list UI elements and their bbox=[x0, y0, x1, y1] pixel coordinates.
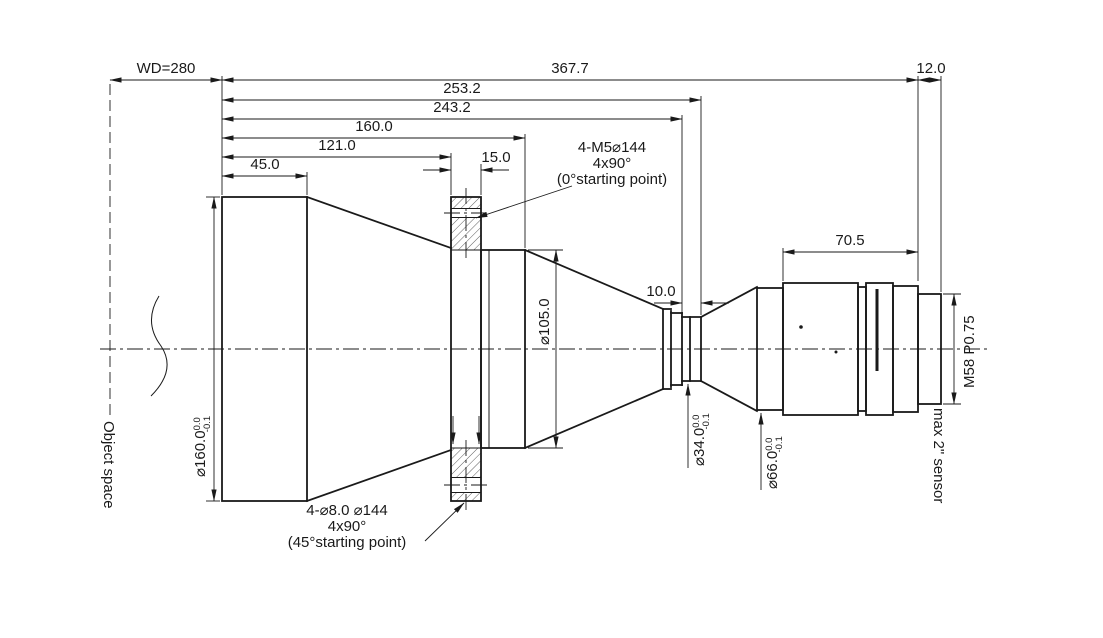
dimension-wd: WD=280 bbox=[109, 60, 223, 83]
dimension-rear-offset: 12.0 bbox=[916, 60, 946, 83]
d8-note-line2: 4x90° bbox=[328, 518, 367, 535]
dimension-121: 121.0 bbox=[221, 137, 452, 160]
max-sensor-label: max 2" sensor bbox=[930, 408, 947, 503]
dia-34-label: ⌀34.00.0-0.1 bbox=[691, 413, 712, 466]
optical-axis-centerline bbox=[100, 295, 988, 397]
front-barrel bbox=[221, 196, 308, 502]
dimension-dia-66: ⌀66.00.0-0.1 bbox=[758, 412, 785, 490]
d8-note-line1: 4-⌀8.0 ⌀144 bbox=[306, 502, 387, 519]
rear-offset-label: 12.0 bbox=[916, 60, 945, 77]
object-plane: Object space bbox=[100, 84, 117, 509]
dimension-rear-barrel: 70.5 bbox=[782, 232, 919, 255]
dia-105-label: ⌀105.0 bbox=[536, 298, 553, 345]
dimension-160: 160.0 bbox=[221, 118, 526, 141]
rear-barrel-label: 70.5 bbox=[835, 232, 864, 249]
waist-section bbox=[662, 308, 702, 390]
wd-label: WD=280 bbox=[137, 60, 196, 77]
len-121-label: 121.0 bbox=[318, 137, 356, 154]
len-160-label: 160.0 bbox=[355, 118, 393, 135]
dia-160-label: ⌀160.00.0-0.1 bbox=[192, 416, 213, 477]
dimension-total-length: 367.7 bbox=[221, 60, 919, 83]
d8-hole-note: 4-⌀8.0 ⌀144 4x90° (45°starting point) bbox=[288, 416, 482, 551]
extension-lines bbox=[206, 76, 961, 502]
dimension-253: 253.2 bbox=[221, 80, 702, 103]
waist-length-label: 10.0 bbox=[646, 283, 675, 300]
dimension-45: 45.0 bbox=[221, 156, 308, 179]
set-screw-dot bbox=[834, 350, 838, 354]
d8-note-line3: (45°starting point) bbox=[288, 534, 407, 551]
dimension-dia-160: ⌀160.00.0-0.1 bbox=[192, 196, 217, 502]
thread-spec-label: M58 P0.75 bbox=[961, 315, 978, 388]
total-length-label: 367.7 bbox=[551, 60, 589, 77]
m5-note-line2: 4x90° bbox=[593, 155, 632, 172]
m5-note-line1: 4-M5⌀144 bbox=[578, 139, 646, 156]
set-screw-dot bbox=[799, 325, 803, 329]
dimension-thread: M58 P0.75 bbox=[951, 293, 978, 405]
dimension-waist-length: 10.0 bbox=[646, 283, 729, 306]
dia-66-label: ⌀66.00.0-0.1 bbox=[764, 436, 785, 489]
mid-barrel bbox=[480, 249, 526, 449]
dimension-dia-105: ⌀105.0 bbox=[536, 249, 559, 449]
len-243-label: 243.2 bbox=[433, 99, 471, 116]
dimension-dia-34: ⌀34.00.0-0.1 bbox=[685, 383, 712, 468]
flange-thickness-label: 15.0 bbox=[481, 149, 510, 166]
break-squiggle bbox=[150, 295, 168, 397]
object-space-label: Object space bbox=[100, 421, 117, 509]
m58-thread-section bbox=[917, 293, 942, 405]
rear-barrel-group bbox=[756, 282, 942, 416]
dimension-flange-thickness: 15.0 bbox=[423, 149, 511, 173]
len-45-label: 45.0 bbox=[250, 156, 279, 173]
m5-note-line3: (0°starting point) bbox=[557, 171, 667, 188]
len-253-label: 253.2 bbox=[443, 80, 481, 97]
dimension-243: 243.2 bbox=[221, 99, 683, 122]
m5-hole-note: 4-M5⌀144 4x90° (0°starting point) bbox=[475, 139, 667, 219]
